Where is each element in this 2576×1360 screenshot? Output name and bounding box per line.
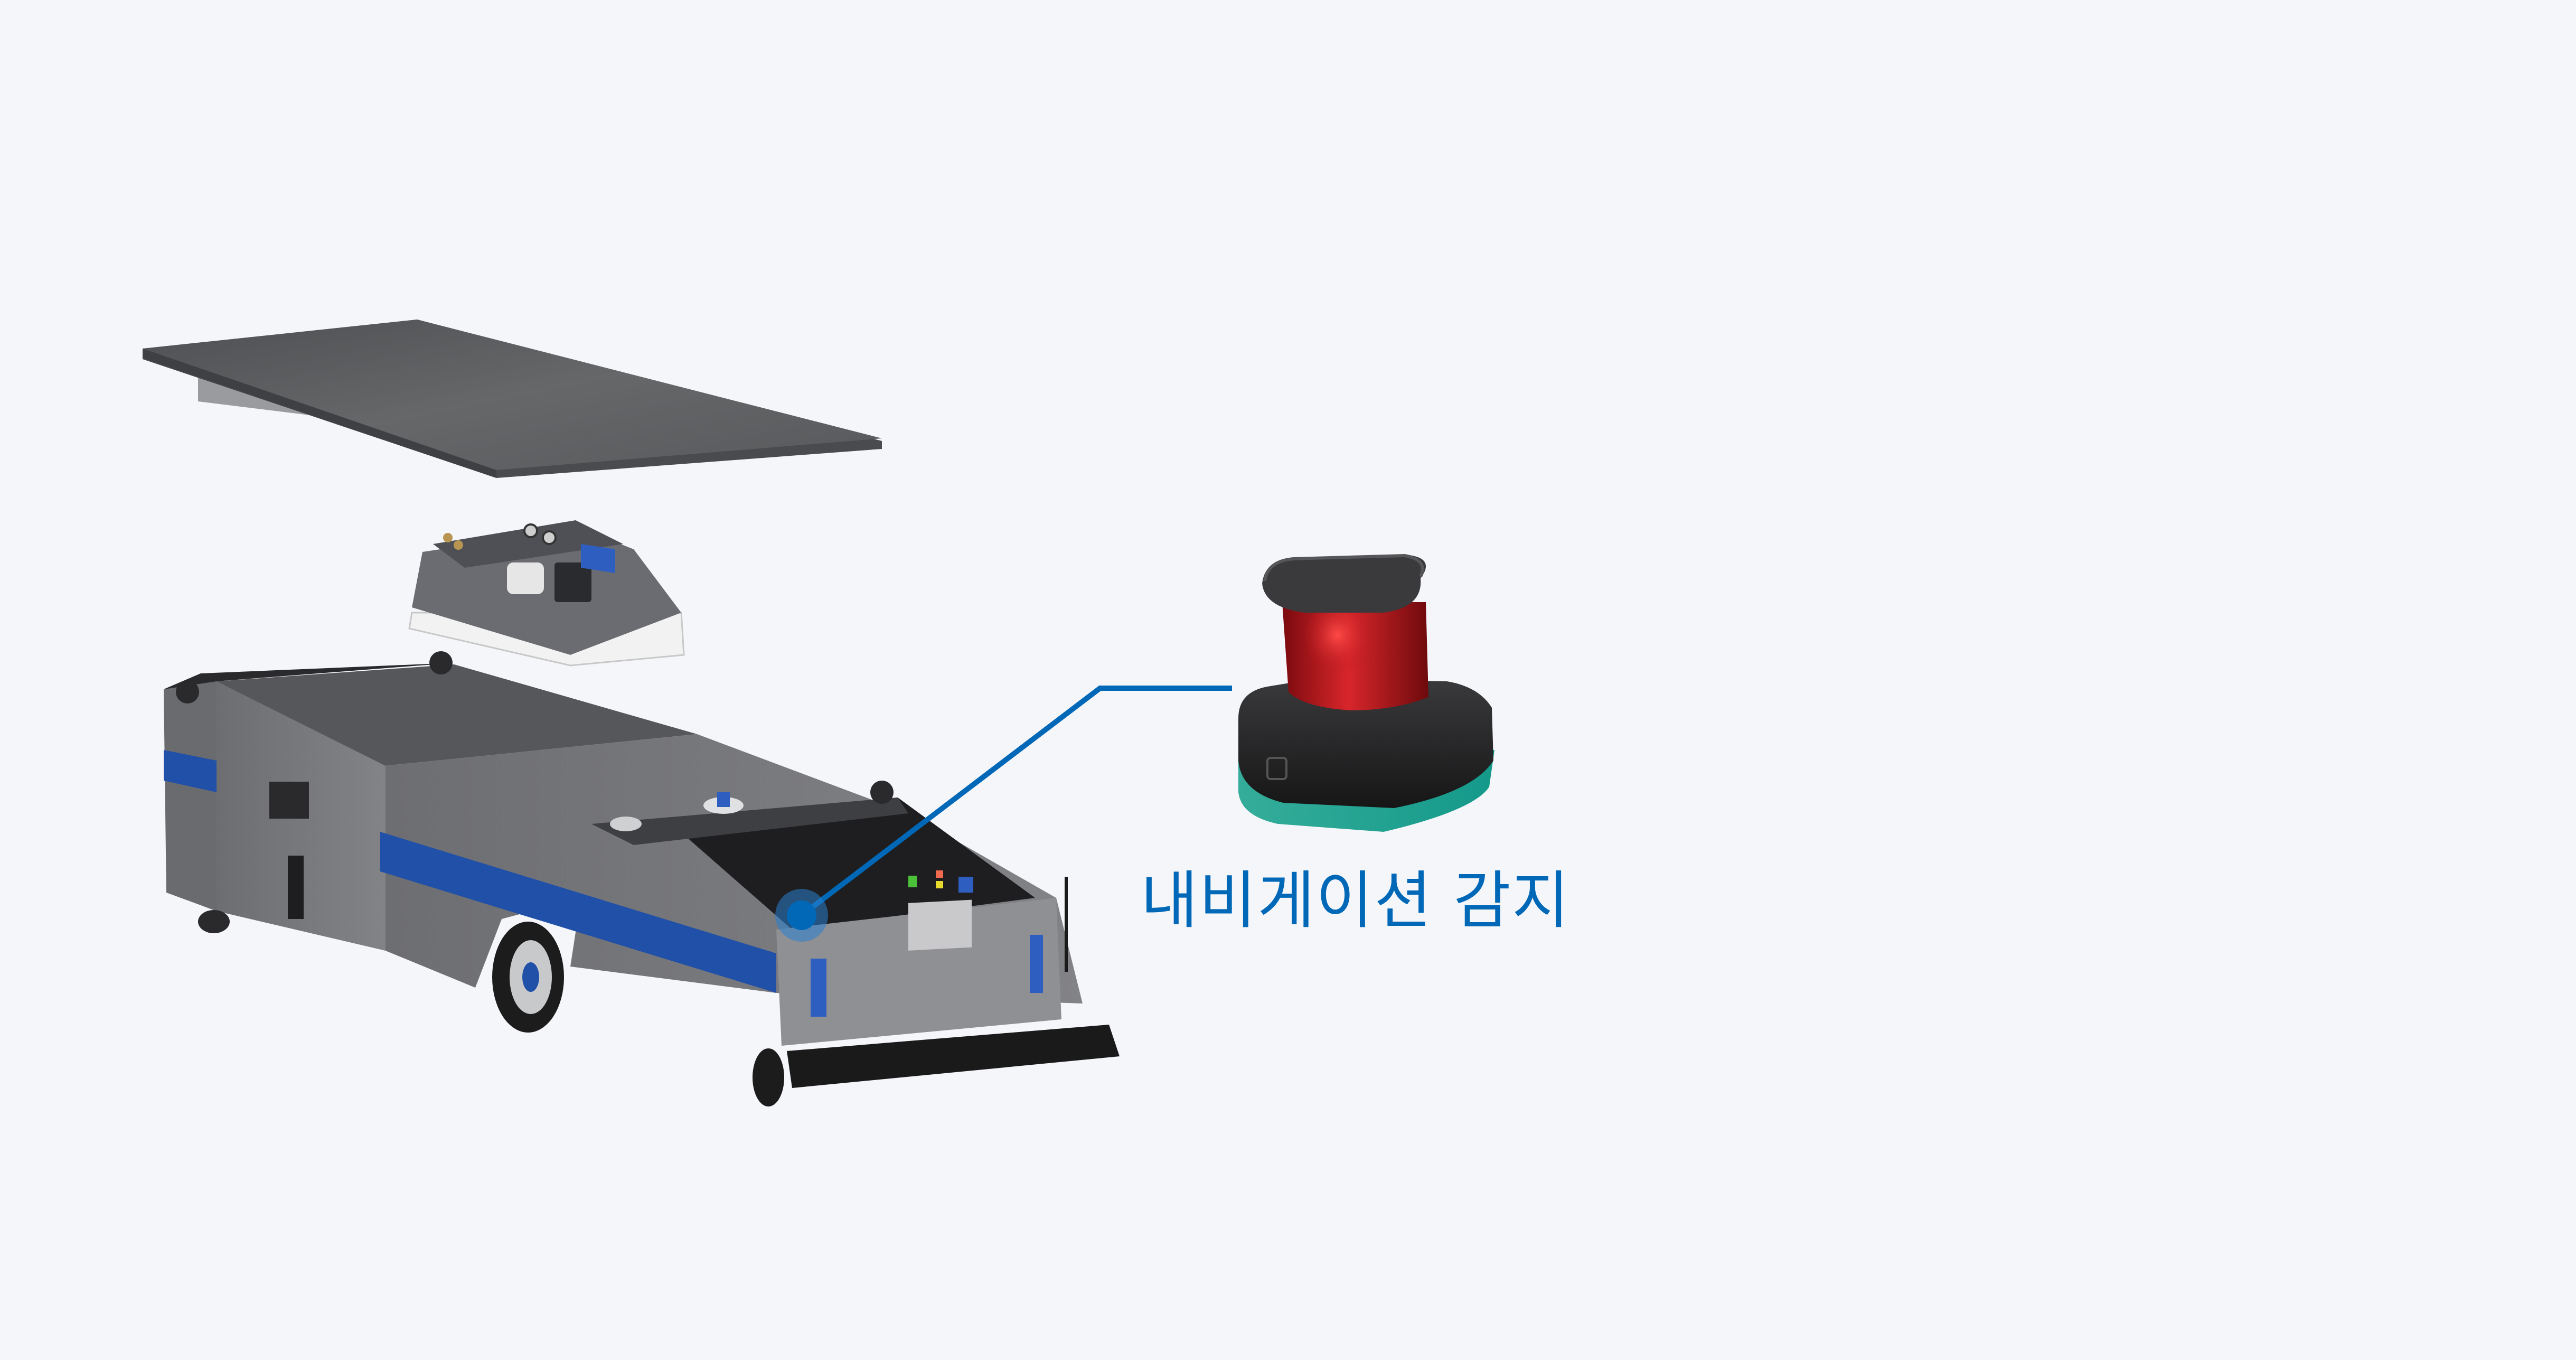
- callout-label-navigation-detection: 내비게이션 감지: [1141, 864, 1571, 937]
- laser-scanner-image: [1238, 554, 1494, 832]
- top-cover-plate: [143, 320, 882, 478]
- controller-module: [408, 520, 685, 667]
- agv-vehicle: [164, 651, 1120, 1106]
- callout-connector: [800, 686, 1232, 917]
- callout-marker-icon[interactable]: [775, 889, 828, 942]
